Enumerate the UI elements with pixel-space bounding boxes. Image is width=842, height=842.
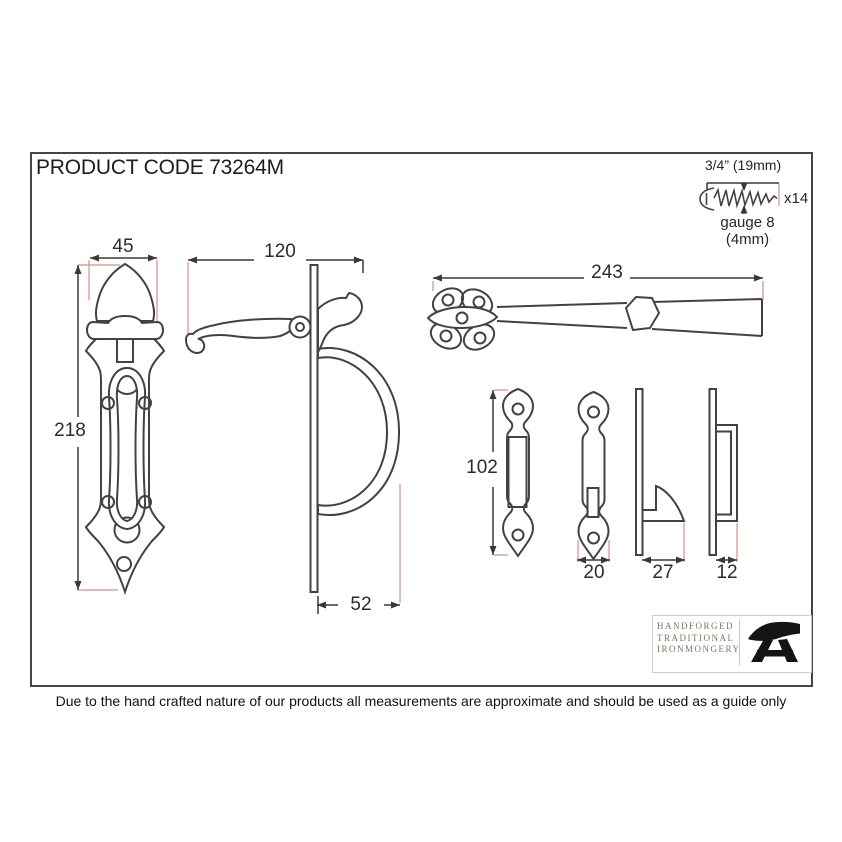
dim-overall-depth: 120 (254, 242, 306, 262)
latch-slot (116, 338, 134, 363)
keep-box-outer (716, 424, 738, 522)
keep-plate-outline (501, 387, 535, 558)
bow-handle (317, 347, 401, 516)
handle-front-view (84, 262, 166, 596)
dim-plate-height: 218 (50, 421, 90, 441)
logo-box (652, 615, 812, 673)
logo-divider (739, 620, 740, 666)
catch-plate-edge (635, 388, 644, 556)
bar-hole (455, 311, 469, 325)
bar-hole (473, 331, 487, 345)
dim-catch-projection: 27 (652, 562, 674, 583)
hexagon-knob (624, 295, 661, 332)
border-frame (30, 152, 813, 687)
thumb-bar (85, 314, 165, 340)
handle-side-view (184, 264, 401, 593)
product-code: PRODUCT CODE 73264M (36, 156, 284, 179)
plate-edge (309, 264, 319, 593)
screw-hole (116, 556, 132, 572)
screw-drawing (699, 187, 778, 211)
dim-keep-width: 20 (583, 562, 605, 583)
logo-line-1: HANDFORGED (657, 621, 735, 631)
keep-plate-edge (708, 388, 717, 556)
arrowheads (74, 182, 763, 609)
pivot-hole (295, 322, 305, 332)
keep-box-inner (716, 430, 732, 516)
keep-slot (507, 436, 528, 508)
logo-line-3: IRONMONGERY (657, 644, 741, 654)
screw-gauge-label: gauge 8 (4mm) (720, 214, 775, 248)
thumb-lever (184, 317, 295, 355)
bar-hole (472, 295, 486, 309)
bar-hole (441, 293, 455, 307)
screw-count-label: x14 (784, 190, 809, 207)
anvil-icon (748, 621, 800, 662)
logo-text: HANDFORGED TRADITIONAL IRONMONGERY (657, 621, 741, 656)
screw-hole (101, 495, 115, 509)
logo-line-2: TRADITIONAL (657, 632, 735, 643)
screw-length-label: 3/4” (19mm) (704, 157, 782, 173)
screw-hole (138, 495, 152, 509)
screw-hole (138, 396, 152, 410)
keep-slot-small (586, 487, 600, 518)
pivot-boss (288, 315, 312, 339)
catch-profile (642, 484, 686, 522)
screw-hole (101, 396, 115, 410)
latch-lifter (317, 291, 364, 356)
extension-lines (78, 184, 780, 603)
keep-hole (587, 405, 600, 419)
dim-bow-projection: 52 (338, 595, 384, 615)
dim-keep-depth: 12 (716, 562, 738, 583)
keep-hole (587, 531, 600, 545)
dim-bar-length: 243 (584, 263, 630, 283)
backplate (84, 338, 166, 596)
keep-hole (511, 528, 525, 542)
dim-keep-height: 102 (460, 458, 504, 478)
bar (496, 298, 763, 337)
latch-bar (426, 287, 763, 351)
dim-plate-width: 45 (112, 236, 134, 257)
disclaimer-text: Due to the hand crafted nature of our pr… (55, 693, 787, 709)
keep-plates (501, 387, 738, 560)
keep-hole (511, 402, 525, 416)
bar-hole (439, 329, 453, 343)
pivot-plate-lens (426, 306, 499, 329)
